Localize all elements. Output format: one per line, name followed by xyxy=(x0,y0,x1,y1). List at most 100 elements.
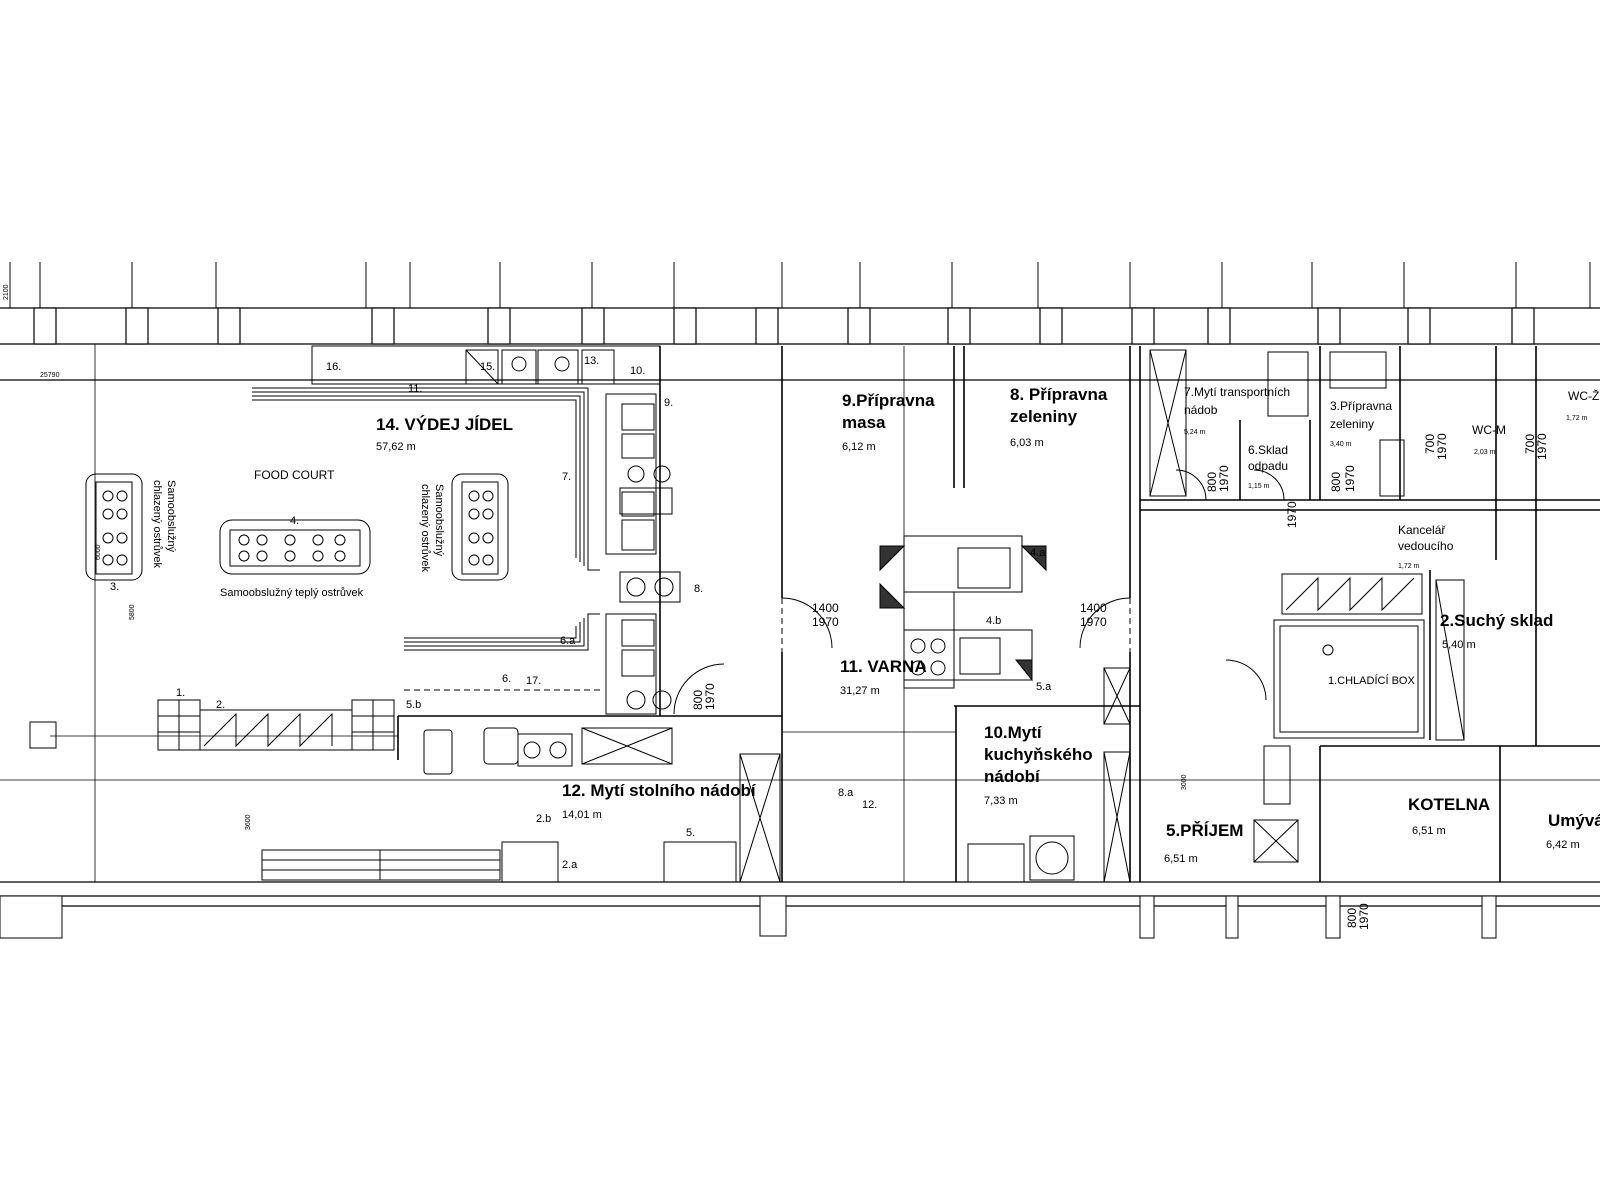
dishwash-equipment xyxy=(423,727,781,883)
dim-3600: 3600 xyxy=(245,814,252,830)
dim-2100: 2100 xyxy=(3,284,10,300)
room-2-name: 2.Suchý sklad xyxy=(1440,611,1553,630)
room-9-area: 6,12 m xyxy=(842,441,876,453)
room-14-name: 14. VÝDEJ JÍDEL xyxy=(376,415,513,434)
umyv-area: 6,42 m xyxy=(1546,839,1580,851)
window-mullions xyxy=(9,262,1591,308)
dim-700-a: 700 xyxy=(1423,434,1437,454)
label-11: 11. xyxy=(408,383,422,395)
door-swings xyxy=(673,469,1285,715)
room-10-name-1: 10.Mytí xyxy=(984,723,1043,742)
dim-1970-f: 1970 xyxy=(1285,501,1299,528)
room-8-name-2: zeleniny xyxy=(1010,407,1078,426)
right-equipment xyxy=(967,349,1465,883)
office-name-2: vedoucího xyxy=(1398,539,1454,553)
dim-5800: 5800 xyxy=(129,604,136,620)
wc-z-area: 1,72 m xyxy=(1566,415,1588,422)
dim-1970-a: 1970 xyxy=(812,615,839,629)
bottom-columns xyxy=(0,895,1497,939)
room-2-area: 5,40 m xyxy=(1442,639,1476,651)
room-10-name-3: nádobí xyxy=(984,767,1041,786)
label-15: 15. xyxy=(480,361,495,373)
island-right-caption: Samoobslužný chlazený ostrůvek xyxy=(419,484,445,573)
room-8-area: 6,03 m xyxy=(1010,437,1044,449)
warm-island-caption: Samoobslužný teplý ostrůvek xyxy=(220,587,364,599)
equipment-labels: 1. 2. 3. 4. 5. 6. 7. 8. 9. 10. 11. 12. 1… xyxy=(110,355,1052,871)
room-3-area: 3,40 m xyxy=(1330,441,1352,448)
counter-modules xyxy=(605,393,681,715)
room-10-name-2: kuchyňského xyxy=(984,745,1093,764)
room-12-area: 14,01 m xyxy=(562,809,602,821)
label-10: 10. xyxy=(630,365,645,377)
dim-1970-g: 1970 xyxy=(1435,433,1449,460)
varna-equipment xyxy=(879,535,1047,689)
label-16: 16. xyxy=(326,361,341,373)
dim-800-d: 800 xyxy=(1345,908,1359,928)
dim-1970-c: 1970 xyxy=(703,683,717,710)
label-9: 9. xyxy=(664,397,673,409)
dim-1970-e: 1970 xyxy=(1343,465,1357,492)
dim-700-b: 700 xyxy=(1523,434,1537,454)
label-5b: 5.b xyxy=(406,699,421,711)
dim-800-b: 800 xyxy=(1205,472,1219,492)
label-1: 1. xyxy=(176,687,185,699)
label-2: 2. xyxy=(216,699,225,711)
room-7-area: 5,24 m xyxy=(1184,429,1206,436)
label-2a: 2.a xyxy=(562,859,578,871)
wc-z-name: WC-Ž xyxy=(1568,388,1599,403)
top-counter xyxy=(311,345,661,385)
dim-1970-i: 1970 xyxy=(1357,903,1371,930)
room-5-area: 6,51 m xyxy=(1164,853,1198,865)
office-area: 1,72 m xyxy=(1398,563,1420,570)
label-5a: 5.a xyxy=(1036,681,1052,693)
room-9-name-2: masa xyxy=(842,413,886,432)
room-5-name: 5.PŘÍJEM xyxy=(1166,821,1243,840)
room-9-name-1: 9.Přípravna xyxy=(842,391,935,410)
dim-3000: 3000 xyxy=(1181,774,1188,790)
dim-1970-h: 1970 xyxy=(1535,433,1549,460)
room-3-name-2: zeleniny xyxy=(1330,417,1374,431)
dashed-openings xyxy=(404,598,1131,691)
svg-text:Samoobslužný: Samoobslužný xyxy=(165,480,177,553)
room-11-name: 11. VARNA xyxy=(840,657,927,676)
label-4b: 4.b xyxy=(986,615,1001,627)
label-17: 17. xyxy=(526,675,541,687)
island-right xyxy=(451,473,509,581)
room-7-name-2: nádob xyxy=(1184,403,1218,417)
room-8-name-1: 8. Přípravna xyxy=(1010,385,1108,404)
kotelna-name: KOTELNA xyxy=(1408,795,1490,814)
wc-m-area: 2,03 m xyxy=(1474,449,1496,456)
top-columns xyxy=(33,307,1535,345)
room-14-area: 57,62 m xyxy=(376,441,416,453)
office-name-1: Kancelář xyxy=(1398,523,1446,537)
dim-800-c: 800 xyxy=(1329,472,1343,492)
wc-m-name: WC-M xyxy=(1472,423,1506,437)
svg-text:chlazený ostrůvek: chlazený ostrůvek xyxy=(151,480,163,569)
exterior-walls xyxy=(0,307,1600,907)
dim-25790: 25790 xyxy=(40,372,60,379)
label-8a: 8.a xyxy=(838,787,854,799)
room-12-name: 12. Mytí stolního nádobí xyxy=(562,781,757,800)
label-4a: 4.a xyxy=(1030,547,1046,559)
room-6-area: 1,15 m xyxy=(1248,483,1270,490)
label-4: 4. xyxy=(290,515,299,527)
label-5: 5. xyxy=(686,827,695,839)
dim-6000: 6000 xyxy=(95,544,102,560)
label-7: 7. xyxy=(562,471,571,483)
dim-1970-b: 1970 xyxy=(1080,615,1107,629)
svg-text:chlazený ostrůvek: chlazený ostrůvek xyxy=(419,484,431,573)
svg-text:Samoobslužný: Samoobslužný xyxy=(433,484,445,557)
dim-1400-b: 1400 xyxy=(1080,601,1107,615)
room-10-area: 7,33 m xyxy=(984,795,1018,807)
label-6a: 6.a xyxy=(560,635,576,647)
bottom-left-counters xyxy=(157,699,395,751)
label-2b: 2.b xyxy=(536,813,551,825)
label-6: 6. xyxy=(502,673,511,685)
interior-walls xyxy=(397,346,1600,882)
island-left xyxy=(85,473,143,581)
label-13: 13. xyxy=(584,355,599,367)
room-6-name-1: 6.Sklad xyxy=(1248,443,1288,457)
dimensions: 2100 25790 6000 5800 1400 1970 1400 1970… xyxy=(3,284,1549,930)
room-11-area: 31,27 m xyxy=(840,685,880,697)
